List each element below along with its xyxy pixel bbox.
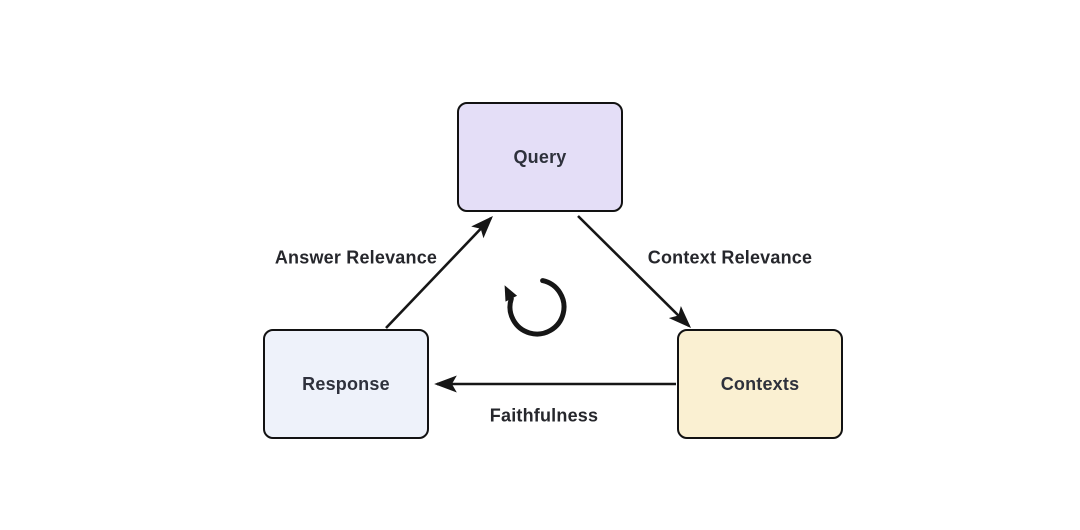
node-contexts: Contexts: [677, 329, 843, 439]
edge-label-context-relevance: Context Relevance: [647, 247, 813, 268]
edge-label-faithfulness: Faithfulness: [489, 405, 599, 426]
node-contexts-label: Contexts: [720, 373, 800, 394]
node-response-label: Response: [302, 373, 390, 394]
node-query: Query: [457, 102, 623, 212]
node-query-label: Query: [513, 146, 567, 167]
node-response: Response: [263, 329, 429, 439]
context-relevance-arrow: [577, 215, 692, 328]
edge-label-answer-relevance: Answer Relevance: [274, 247, 438, 268]
answer-relevance-arrow: [385, 215, 493, 329]
cycle-arrow-icon: [504, 278, 567, 337]
